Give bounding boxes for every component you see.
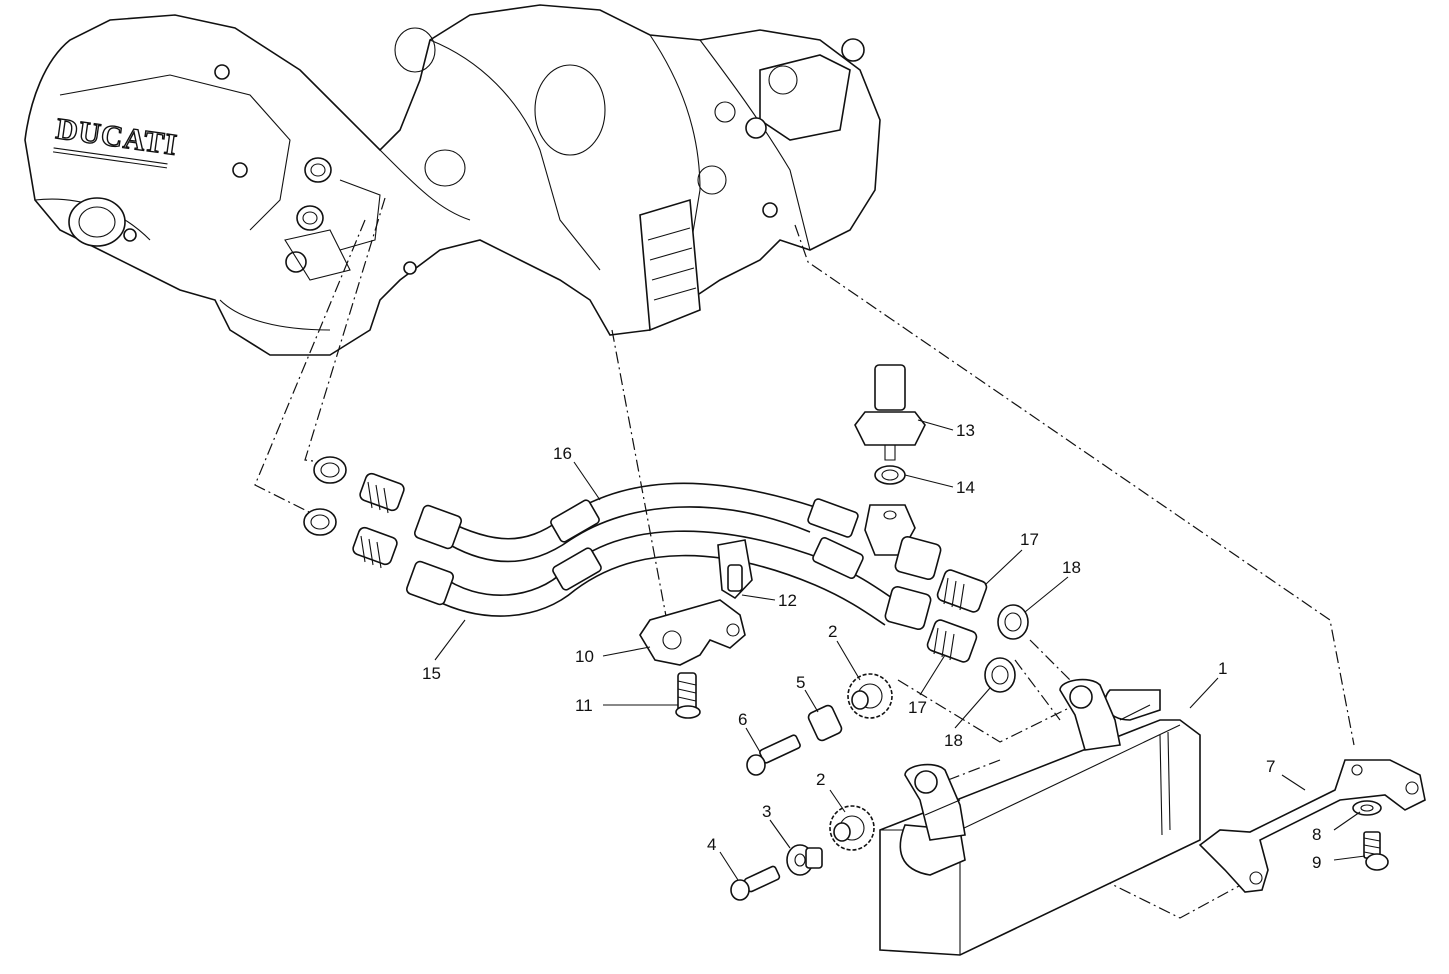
callout-6: 6 <box>738 710 747 729</box>
callout-2-bottom: 2 <box>816 770 825 789</box>
callout-4: 4 <box>707 835 716 854</box>
assembly-guides <box>254 197 1355 919</box>
callout-2-top: 2 <box>828 622 837 641</box>
callout-18-top: 18 <box>1062 558 1081 577</box>
callout-16: 16 <box>553 444 572 463</box>
callout-3: 3 <box>762 802 771 821</box>
callout-8: 8 <box>1312 825 1321 844</box>
callout-5: 5 <box>796 673 805 692</box>
callout-15: 15 <box>422 664 441 683</box>
callout-17-top: 17 <box>1020 530 1039 549</box>
callout-1: 1 <box>1218 659 1227 678</box>
leader-lines <box>434 419 1366 881</box>
right-hose-fittings <box>926 569 1029 693</box>
mounting-hardware <box>730 673 893 901</box>
callout-13: 13 <box>956 421 975 440</box>
oil-hoses <box>434 482 896 626</box>
callout-9: 9 <box>1312 853 1321 872</box>
engine-block: DUCATI <box>24 4 881 356</box>
left-hose-fittings <box>303 456 462 606</box>
callout-labels: 1 2 2 3 4 5 6 7 8 9 10 11 12 13 14 15 16… <box>422 421 1321 872</box>
oil-cooler <box>879 678 1201 956</box>
callout-17-bottom: 17 <box>908 698 927 717</box>
callout-11: 11 <box>575 696 593 715</box>
callout-18-bottom: 18 <box>944 731 963 750</box>
hose-bracket <box>639 539 753 719</box>
callout-14: 14 <box>956 478 975 497</box>
cooler-bracket <box>1198 759 1426 893</box>
tee-fitting-and-sensor <box>854 364 942 631</box>
callout-12: 12 <box>778 591 797 610</box>
callout-10: 10 <box>575 647 594 666</box>
callout-7: 7 <box>1266 757 1275 776</box>
